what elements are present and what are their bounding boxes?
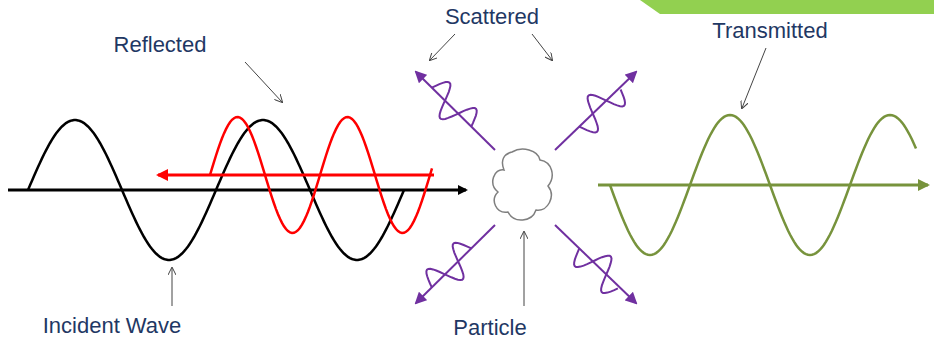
leader-line	[742, 48, 766, 108]
scattered-wave	[426, 243, 471, 288]
scattered-label: Scattered	[445, 4, 539, 30]
scattered-wave	[574, 248, 618, 293]
incident-axis	[8, 189, 466, 192]
particle-blob	[493, 149, 552, 220]
leader-line	[172, 268, 173, 306]
leader-line	[245, 62, 282, 102]
scattered-wave	[432, 82, 477, 127]
reflected-axis	[158, 174, 434, 177]
leader-line	[430, 34, 455, 60]
incident-wave-label: Incident Wave	[43, 313, 182, 339]
transmitted-label: Transmitted	[712, 18, 827, 44]
scattered-arrow	[416, 72, 495, 150]
transmitted-axis	[598, 184, 928, 187]
scattered-arrow	[416, 225, 495, 303]
particle-label: Particle	[453, 315, 526, 341]
scattered-wave	[579, 90, 625, 133]
scattered-arrow	[555, 225, 636, 303]
corner-bar	[640, 0, 934, 14]
leader-line	[524, 232, 525, 306]
scattered-arrow	[555, 72, 636, 150]
reflected-label: Reflected	[114, 32, 207, 58]
leader-line	[532, 34, 552, 60]
wave-group	[8, 72, 928, 303]
